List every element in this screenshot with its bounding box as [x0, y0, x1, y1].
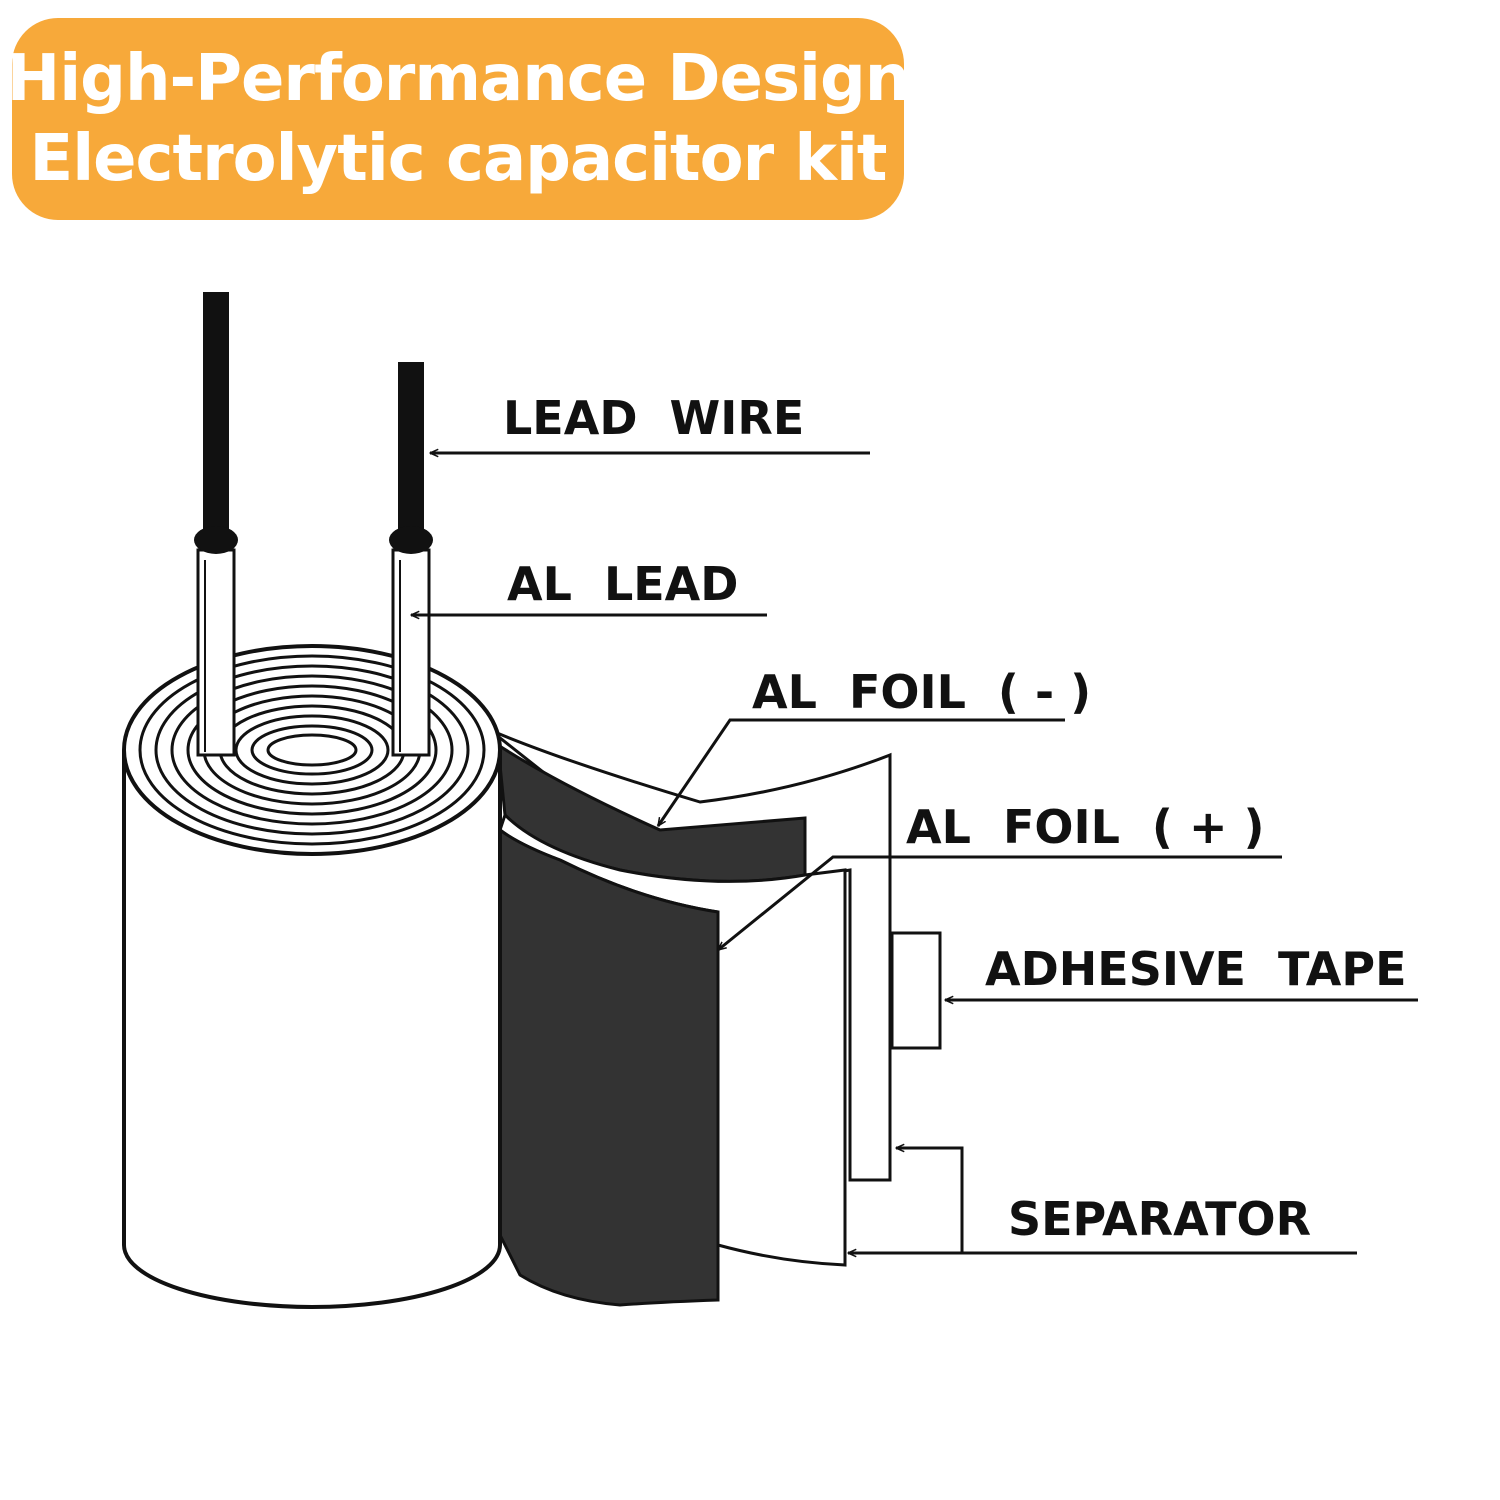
- title-line-2: Electrolytic capacitor kit: [29, 122, 887, 196]
- leader-lines: [411, 453, 1418, 1253]
- adhesive-tape: [890, 931, 942, 1050]
- title-banner: High-Performance Design Electrolytic cap…: [7, 18, 910, 220]
- lead-wires: [194, 292, 433, 554]
- capacitor-roll-body: [122, 750, 502, 1309]
- label-separator: SEPARATOR: [1008, 1192, 1311, 1246]
- label-lead-wire: LEAD WIRE: [503, 391, 804, 445]
- label-al-lead: AL LEAD: [507, 557, 738, 611]
- roll-top-windings: [122, 644, 502, 856]
- title-line-1: High-Performance Design: [6, 42, 911, 116]
- label-adhesive-tape: ADHESIVE TAPE: [985, 942, 1407, 996]
- al-foil-positive-sheet: [498, 827, 720, 1307]
- label-al-foil-positive: AL FOIL ( + ): [906, 800, 1265, 854]
- label-al-foil-negative: AL FOIL ( - ): [752, 665, 1091, 719]
